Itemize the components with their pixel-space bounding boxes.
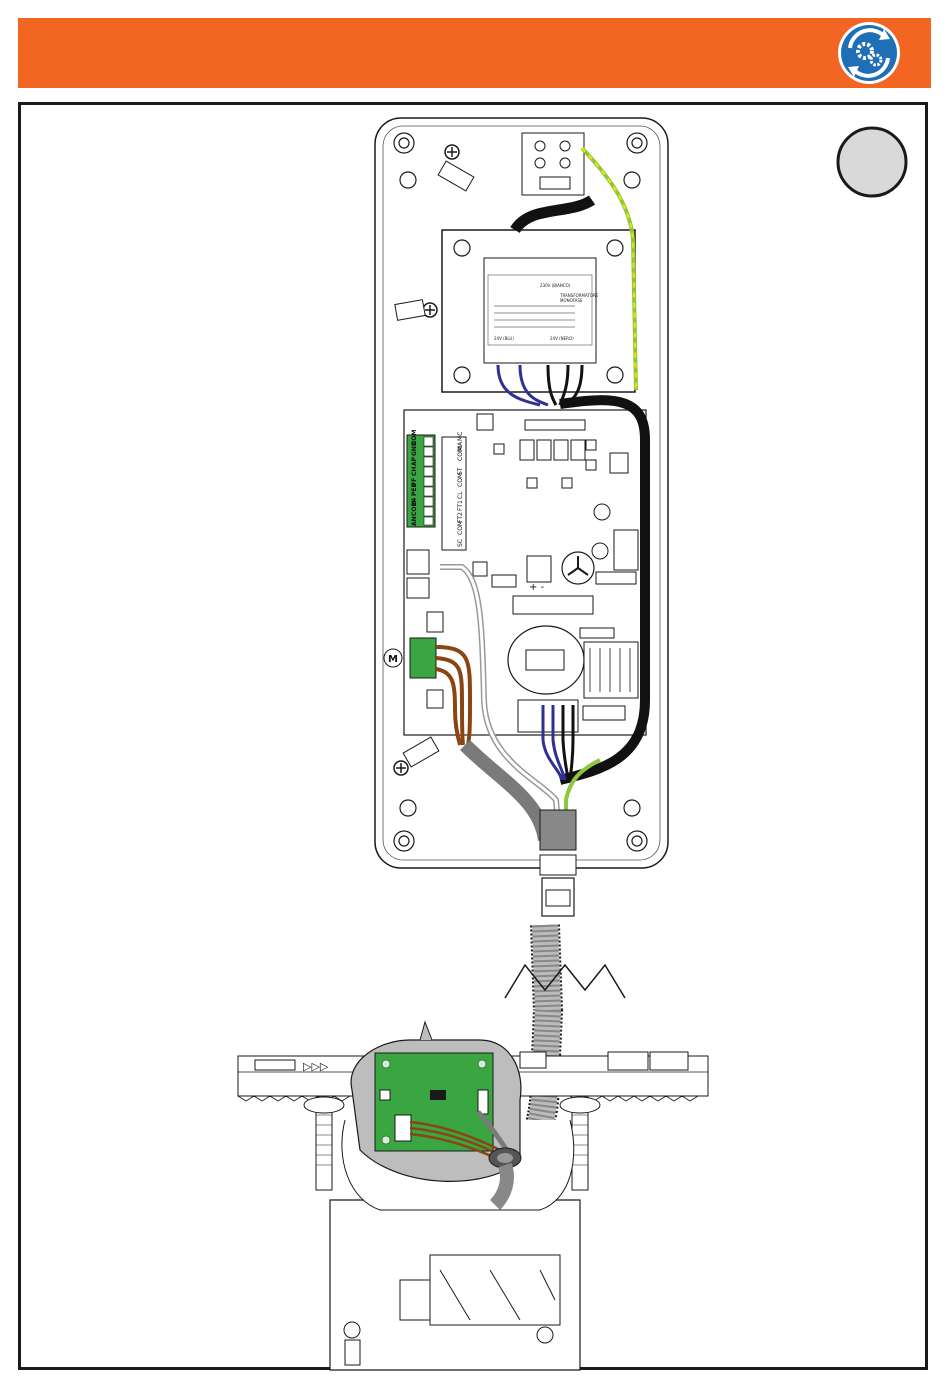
terminal-label: FT1 — [457, 500, 464, 511]
transformer-line: 24V (NERO) — [550, 336, 574, 341]
terminal-label: MC — [457, 432, 464, 441]
transformer-line: 230V (BIANCO) — [540, 283, 571, 288]
terminal-label: COM — [411, 500, 418, 516]
terminal-label: CH — [411, 467, 418, 476]
encoder-board — [375, 1053, 493, 1151]
svg-text:▷▷▷: ▷▷▷ — [303, 1060, 329, 1073]
step-circle — [838, 128, 906, 196]
terminal-label: GND — [411, 441, 418, 456]
terminal-label: CL — [457, 491, 464, 499]
terminal-label: FT2 — [457, 512, 464, 523]
battery-label: + - — [529, 582, 545, 593]
terminal-label: AN — [411, 516, 418, 526]
terminal-label: MA — [457, 441, 464, 451]
motor-label: M — [388, 654, 398, 665]
transformer-line: 24V (BLU) — [494, 336, 514, 341]
terminal-label: ST — [457, 467, 464, 475]
motor-connector — [410, 638, 436, 678]
transformer-line: MONOFASE — [560, 298, 583, 303]
terminal-label: AP — [411, 456, 418, 466]
terminal-label: PED — [411, 483, 418, 496]
terminal-label: SC — [457, 539, 464, 547]
